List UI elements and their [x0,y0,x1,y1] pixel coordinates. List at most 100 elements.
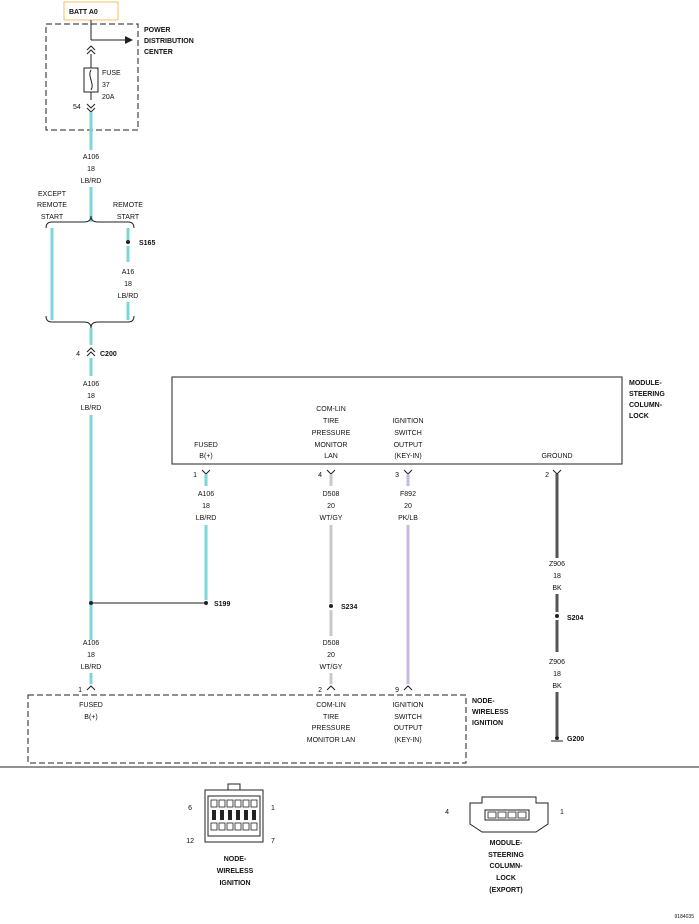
node-wireless-box [27,694,467,764]
svg-text:18: 18 [202,503,210,510]
svg-text:1: 1 [78,687,82,694]
splice-s204 [555,614,559,618]
svg-text:OUTPUT: OUTPUT [394,442,424,449]
svg-text:MODULE-: MODULE- [629,380,662,387]
connector-node-wireless-icon [204,783,264,843]
svg-text:BK: BK [552,683,562,690]
svg-text:GROUND: GROUND [541,453,572,460]
svg-text:FUSED: FUSED [194,442,218,449]
svg-text:REMOTE: REMOTE [113,202,143,209]
svg-text:LB/RD: LB/RD [81,405,102,412]
svg-text:REMOTE: REMOTE [37,202,67,209]
fuse-num: 37 [102,82,110,89]
svg-text:20: 20 [327,503,335,510]
svg-text:PRESSURE: PRESSURE [312,725,351,732]
svg-text:NODE-: NODE- [472,698,495,705]
svg-text:WT/GY: WT/GY [320,515,343,522]
svg-text:B(+): B(+) [199,453,212,460]
svg-text:D508: D508 [323,640,340,647]
svg-text:COLUMN-: COLUMN- [629,402,663,409]
svg-text:OUTPUT: OUTPUT [394,725,424,732]
svg-text:Z906: Z906 [549,659,565,666]
splice-s234 [329,604,333,608]
ground-icon [555,736,559,740]
fuse-label: FUSE [102,70,121,77]
svg-text:MONITOR: MONITOR [315,442,348,449]
svg-text:A106: A106 [83,381,99,388]
svg-text:SWITCH: SWITCH [394,430,422,437]
svg-text:IGNITION: IGNITION [392,702,423,709]
svg-text:7: 7 [271,838,275,845]
module-scl-box [171,376,623,465]
pdc-label-2: DISTRIBUTION [144,38,194,45]
svg-text:IGNITION: IGNITION [392,418,423,425]
svg-text:S199: S199 [214,601,230,608]
fuse-amps: 20A [102,94,115,101]
svg-text:18: 18 [87,652,95,659]
svg-text:D508: D508 [323,491,340,498]
svg-text:LB/RD: LB/RD [118,293,139,300]
svg-text:C200: C200 [100,351,117,358]
brace-top [45,215,135,229]
svg-text:18: 18 [87,166,95,173]
svg-text:18: 18 [87,393,95,400]
svg-text:LOCK: LOCK [496,875,516,882]
svg-text:A106: A106 [198,491,214,498]
svg-text:9: 9 [395,687,399,694]
svg-text:IGNITION: IGNITION [219,880,250,887]
arrow-right-icon [125,36,133,44]
svg-text:PRESSURE: PRESSURE [312,430,351,437]
svg-text:IGNITION: IGNITION [472,720,503,727]
svg-text:4: 4 [318,472,322,479]
svg-text:18: 18 [124,281,132,288]
splice-s199 [204,601,208,605]
svg-text:SWITCH: SWITCH [394,714,422,721]
svg-text:PK/LB: PK/LB [398,515,418,522]
svg-text:START: START [41,214,64,221]
svg-text:6: 6 [188,805,192,812]
svg-text:LAN: LAN [324,453,338,460]
svg-text:18: 18 [553,671,561,678]
svg-text:20: 20 [327,652,335,659]
splice-s165 [126,240,130,244]
svg-text:EXCEPT: EXCEPT [38,191,67,198]
svg-text:WT/GY: WT/GY [320,664,343,671]
svg-text:COLUMN-: COLUMN- [489,863,523,870]
pdc-label-1: POWER [144,27,170,34]
svg-text:MONITOR LAN: MONITOR LAN [307,737,356,744]
svg-text:12: 12 [186,838,194,845]
svg-text:BK: BK [552,585,562,592]
svg-text:B(+): B(+) [84,714,97,721]
figure-id: 9184035 [675,914,695,920]
svg-text:LB/RD: LB/RD [81,664,102,671]
svg-text:S165: S165 [139,240,155,247]
svg-text:START: START [117,214,140,221]
svg-text:STEERING: STEERING [488,852,524,859]
svg-text:20: 20 [404,503,412,510]
svg-text:WIRELESS: WIRELESS [472,709,509,716]
svg-text:MODULE-: MODULE- [490,840,523,847]
pin-54: 54 [73,104,81,111]
svg-text:3: 3 [395,472,399,479]
svg-text:Z906: Z906 [549,561,565,568]
svg-text:1: 1 [560,809,564,816]
svg-text:2: 2 [545,472,549,479]
svg-text:S234: S234 [341,604,357,611]
svg-text:FUSED: FUSED [79,702,103,709]
svg-text:1: 1 [271,805,275,812]
batt-label: BATT A0 [69,9,98,16]
svg-text:A106: A106 [83,640,99,647]
svg-text:2: 2 [318,687,322,694]
svg-text:(KEY-IN): (KEY-IN) [394,737,421,744]
svg-text:NODE-: NODE- [224,856,247,863]
svg-text:18: 18 [553,573,561,580]
svg-text:TIRE: TIRE [323,714,339,721]
svg-text:LB/RD: LB/RD [81,178,102,185]
svg-text:A106: A106 [83,154,99,161]
svg-text:(EXPORT): (EXPORT) [489,887,522,894]
connector-module-scl-icon [469,796,549,833]
svg-text:COM-LIN: COM-LIN [316,702,346,709]
svg-text:A16: A16 [122,269,135,276]
svg-text:S204: S204 [567,615,583,622]
